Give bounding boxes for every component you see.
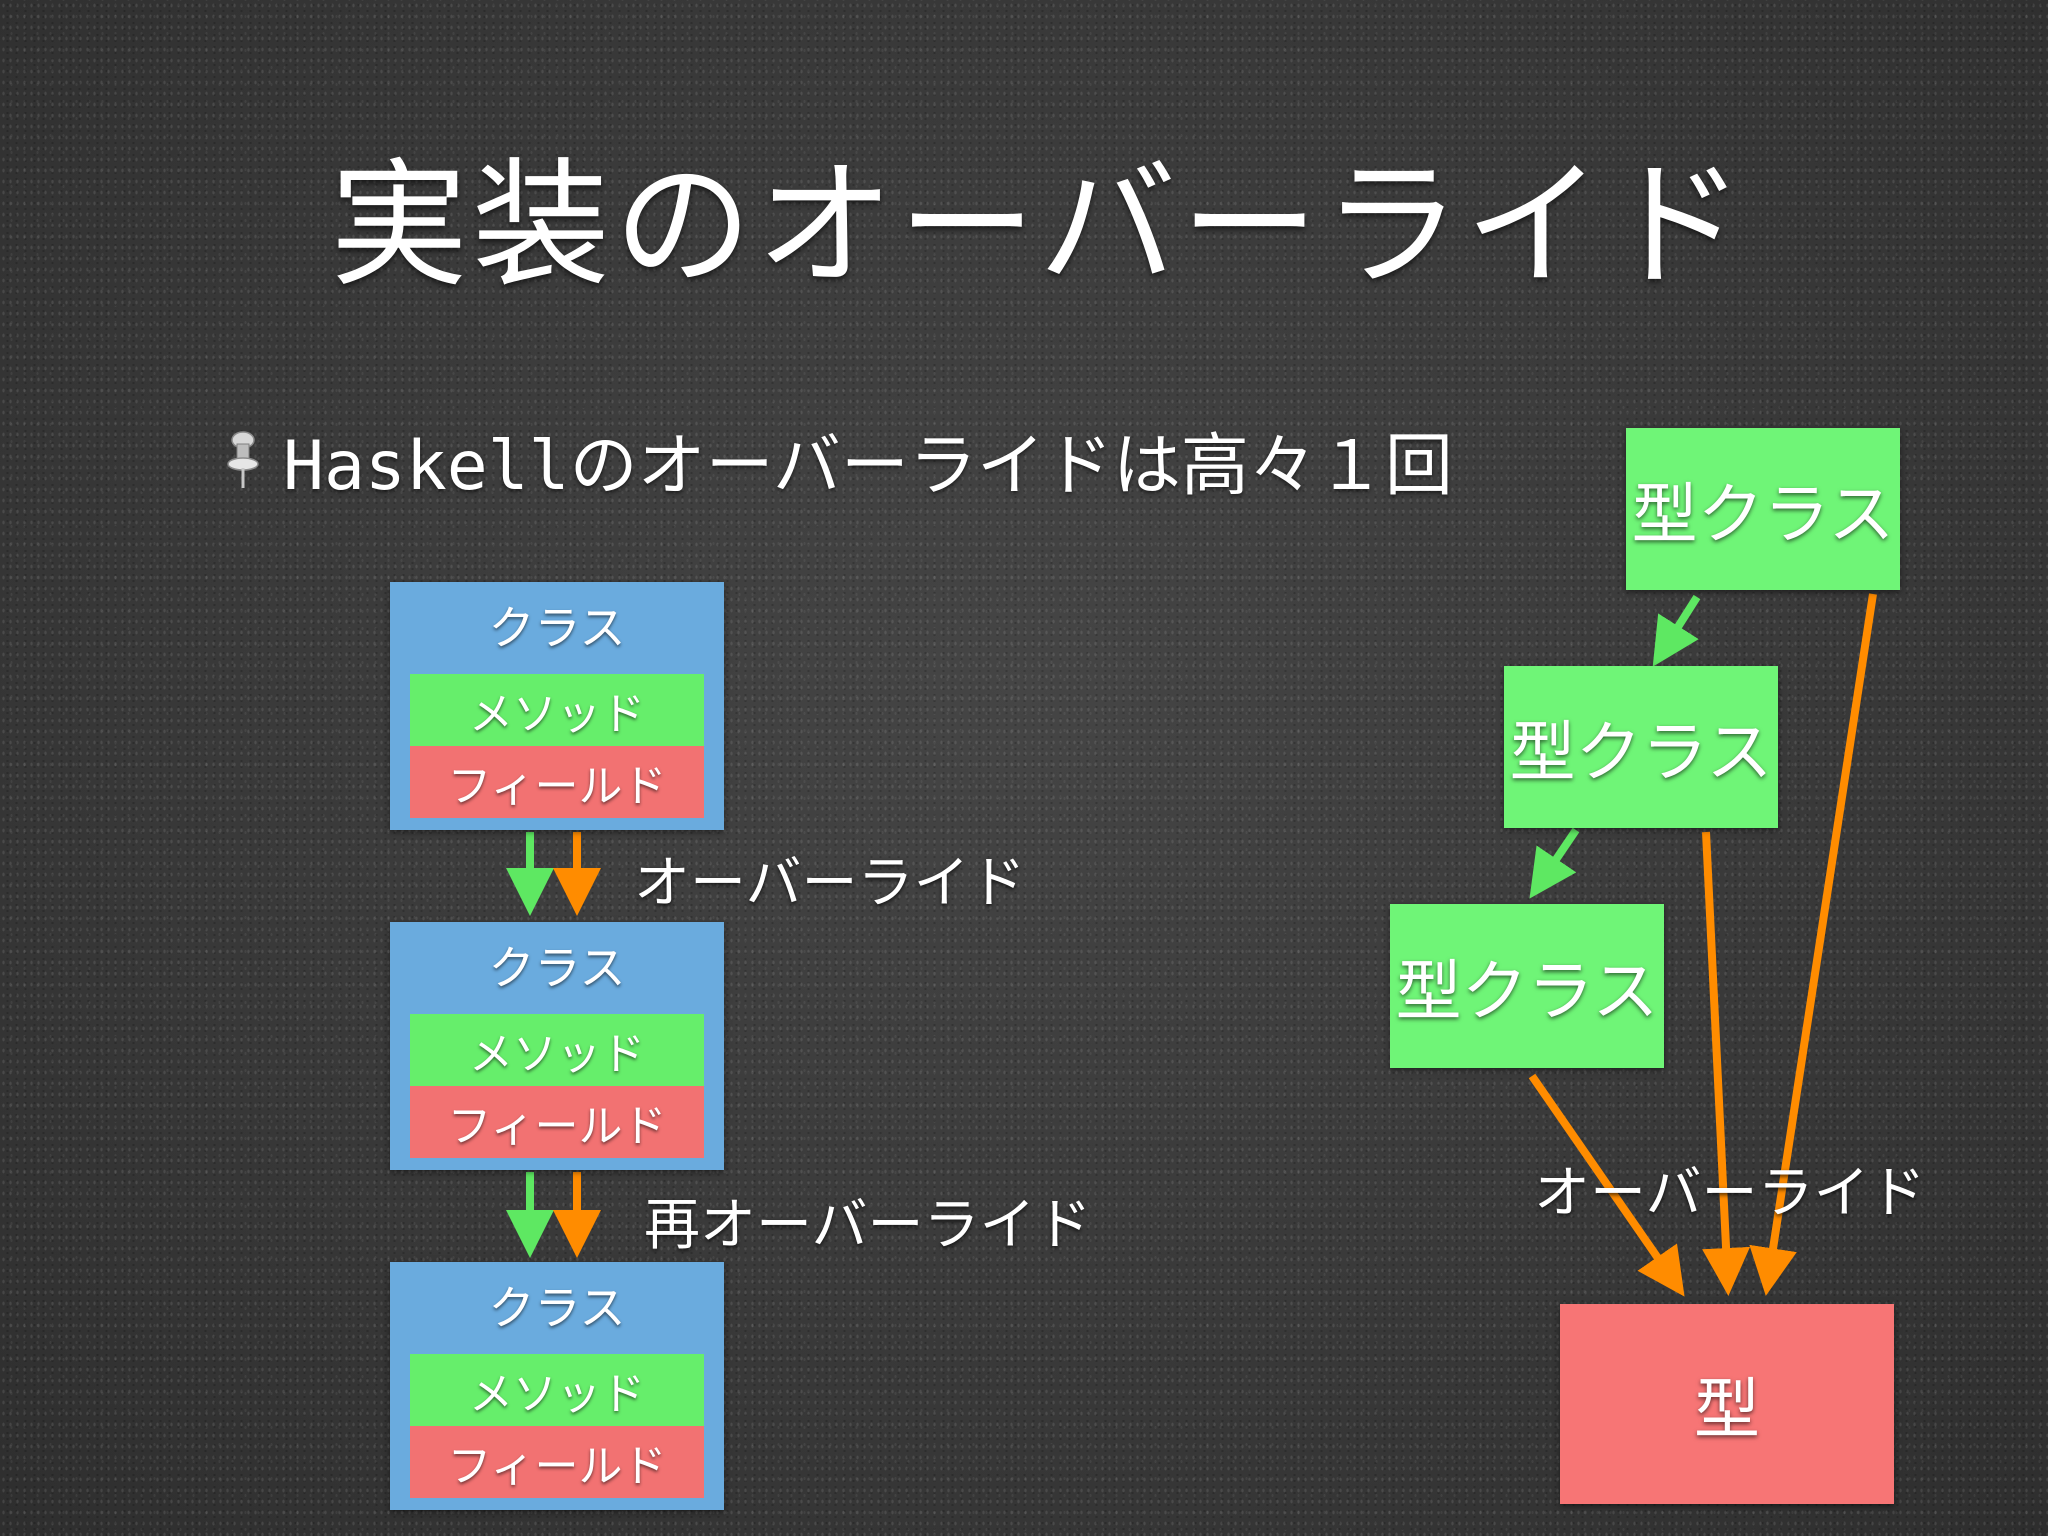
bullet-text: Haskellのオーバーライドは高々１回 [283, 410, 1453, 509]
typeclass-box-2: 型クラス [1504, 666, 1778, 828]
class-label: クラス [488, 1281, 626, 1335]
override-label: オーバーライド [634, 851, 1026, 916]
method-box: メソッド [410, 674, 704, 746]
class-label: クラス [488, 601, 626, 655]
class-label: クラス [488, 941, 626, 995]
bullet-prefix: Haskell [283, 427, 570, 506]
typeclass-override-label: オーバーライド [1534, 1161, 1926, 1226]
type-box: 型 [1560, 1304, 1894, 1504]
field-box: フィールド [410, 746, 704, 818]
class-box-2: クラス メソッド フィールド [390, 922, 724, 1170]
re-override-label: 再オーバーライド [644, 1193, 1092, 1258]
typeclass-box-3: 型クラス [1390, 904, 1664, 1068]
field-box: フィールド [410, 1086, 704, 1158]
field-box: フィールド [410, 1426, 704, 1498]
bullet-rest: のオーバーライドは高々１回 [569, 427, 1453, 506]
green-arrow-tc1-tc2 [1652, 594, 1701, 667]
bullet-item: Haskellのオーバーライドは高々１回 [225, 410, 1453, 509]
green-arrow-tc2-tc3 [1529, 827, 1580, 899]
class-box-1: クラス メソッド フィールド [390, 582, 724, 830]
pushpin-icon [227, 430, 259, 488]
slide-title: 実装のオーバーライド [330, 145, 1749, 306]
typeclass-box-1: 型クラス [1626, 428, 1900, 590]
class-box-3: クラス メソッド フィールド [390, 1262, 724, 1510]
method-box: メソッド [410, 1014, 704, 1086]
method-box: メソッド [410, 1354, 704, 1426]
